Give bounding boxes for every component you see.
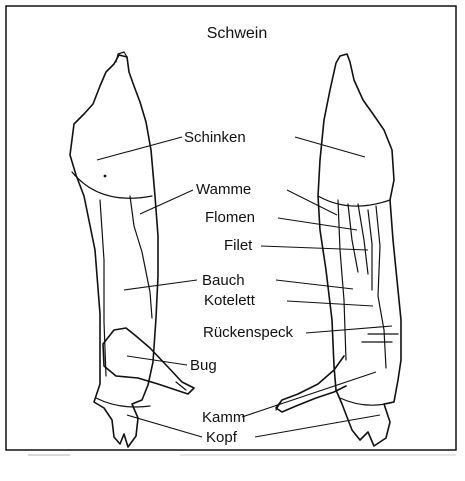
leader-rueckenspeck — [306, 326, 392, 333]
leader-wamme-left — [140, 190, 193, 214]
right-filet-line-c — [376, 206, 380, 296]
label-bug: Bug — [190, 357, 217, 374]
diagram-frame — [6, 6, 456, 450]
label-rueckenspeck: Rückenspeck — [203, 324, 294, 341]
leader-bug — [127, 356, 187, 365]
leader-bauch-right — [276, 280, 353, 289]
leader-schinken-left — [97, 137, 182, 160]
label-kotelett: Kotelett — [204, 292, 256, 309]
leader-kamm — [242, 372, 376, 417]
right-belly-line — [338, 200, 346, 360]
part-labels: Schinken Wamme Flomen Filet Bauch Kotele… — [184, 129, 294, 446]
right-neck-line — [340, 398, 394, 405]
left-carcass-half — [70, 52, 194, 447]
right-carcass-half — [276, 54, 401, 446]
leader-flomen — [278, 218, 357, 230]
left-wamme-edge — [130, 196, 152, 318]
label-kamm: Kamm — [202, 409, 245, 426]
leader-kopf-right — [255, 415, 380, 437]
label-filet: Filet — [224, 237, 253, 254]
leader-filet — [261, 246, 368, 250]
label-wamme: Wamme — [196, 181, 251, 198]
label-kopf: Kopf — [206, 429, 238, 446]
leader-wamme-right — [287, 190, 337, 215]
right-flomen-line — [348, 204, 358, 272]
leader-kopf-left — [127, 415, 202, 437]
right-ham-boundary — [318, 196, 390, 206]
leader-schinken-right — [295, 137, 365, 157]
left-carcass-outline — [70, 55, 158, 447]
right-filet-line-b — [368, 210, 372, 290]
left-ham-mark — [104, 175, 107, 178]
right-kotelett-line — [378, 296, 386, 368]
label-schinken: Schinken — [184, 129, 246, 146]
leader-bauch-left — [124, 280, 197, 290]
label-bauch: Bauch — [202, 272, 245, 289]
label-flomen: Flomen — [205, 209, 255, 226]
diagram-title: Schwein — [207, 25, 267, 42]
right-filet-line-a — [358, 204, 368, 274]
